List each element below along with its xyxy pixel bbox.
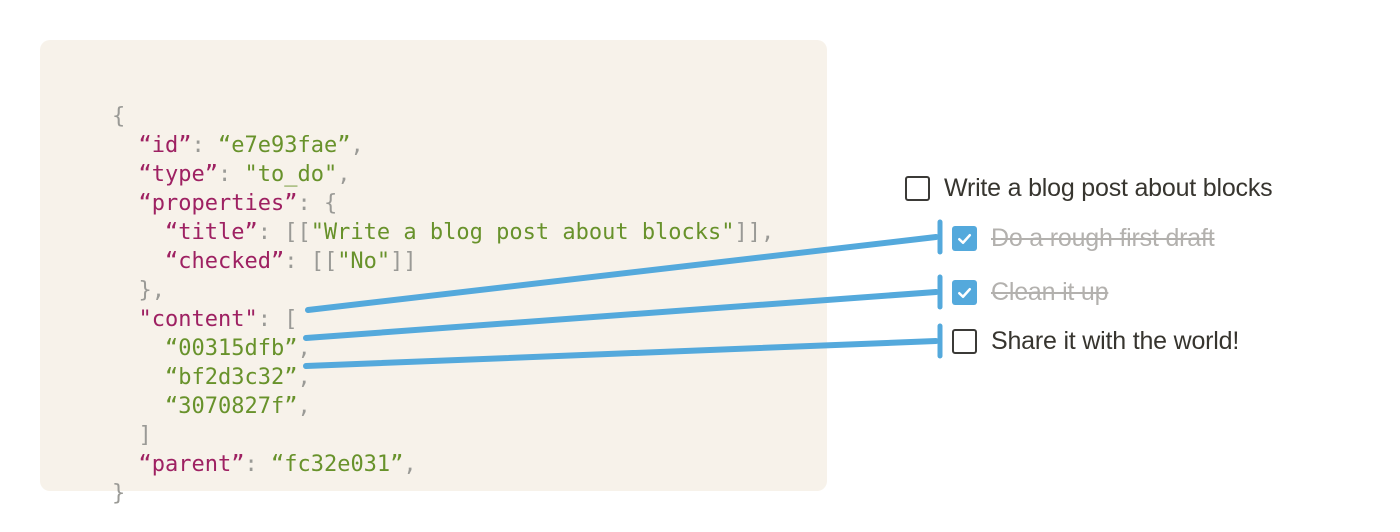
- todo-item: Do a rough first draft: [952, 223, 1215, 253]
- todo-label: Share it with the world!: [991, 326, 1240, 355]
- unchecked-checkbox-icon[interactable]: [905, 175, 930, 201]
- code-line: {: [112, 104, 126, 129]
- json-code-panel: { “id”: “e7e93fae”, “type”: "to_do", “pr…: [40, 40, 827, 506]
- unchecked-checkbox-icon[interactable]: [952, 328, 977, 354]
- checked-checkbox-icon[interactable]: [952, 279, 977, 305]
- todo-label: Clean it up: [991, 277, 1109, 306]
- code-line: “id”: “e7e93fae”,: [138, 133, 364, 158]
- code-line: “00315dfb”,: [164, 336, 311, 361]
- checked-checkbox-icon[interactable]: [952, 225, 977, 251]
- json-code: { “id”: “e7e93fae”, “type”: "to_do", “pr…: [112, 102, 774, 508]
- code-line: “parent”: “fc32e031”,: [138, 452, 417, 477]
- code-line: “title”: [["Write a blog post about bloc…: [164, 220, 775, 245]
- code-line: “bf2d3c32”,: [164, 365, 311, 390]
- code-line: “type”: "to_do",: [138, 162, 351, 187]
- todo-item: Share it with the world!: [952, 326, 1239, 356]
- todo-label: Do a rough first draft: [991, 223, 1215, 252]
- code-line: “3070827f”,: [164, 394, 311, 419]
- code-line: “checked”: [["No"]]: [164, 249, 417, 274]
- todo-item: Clean it up: [952, 277, 1109, 307]
- code-line: },: [112, 278, 165, 303]
- code-line: }: [112, 481, 126, 506]
- todo-label: Write a blog post about blocks: [944, 173, 1273, 202]
- todo-item: Write a blog post about blocks: [905, 173, 1273, 203]
- code-line: “properties”: {: [138, 191, 338, 216]
- code-line: ]: [112, 423, 152, 448]
- code-line: "content": [: [138, 307, 298, 332]
